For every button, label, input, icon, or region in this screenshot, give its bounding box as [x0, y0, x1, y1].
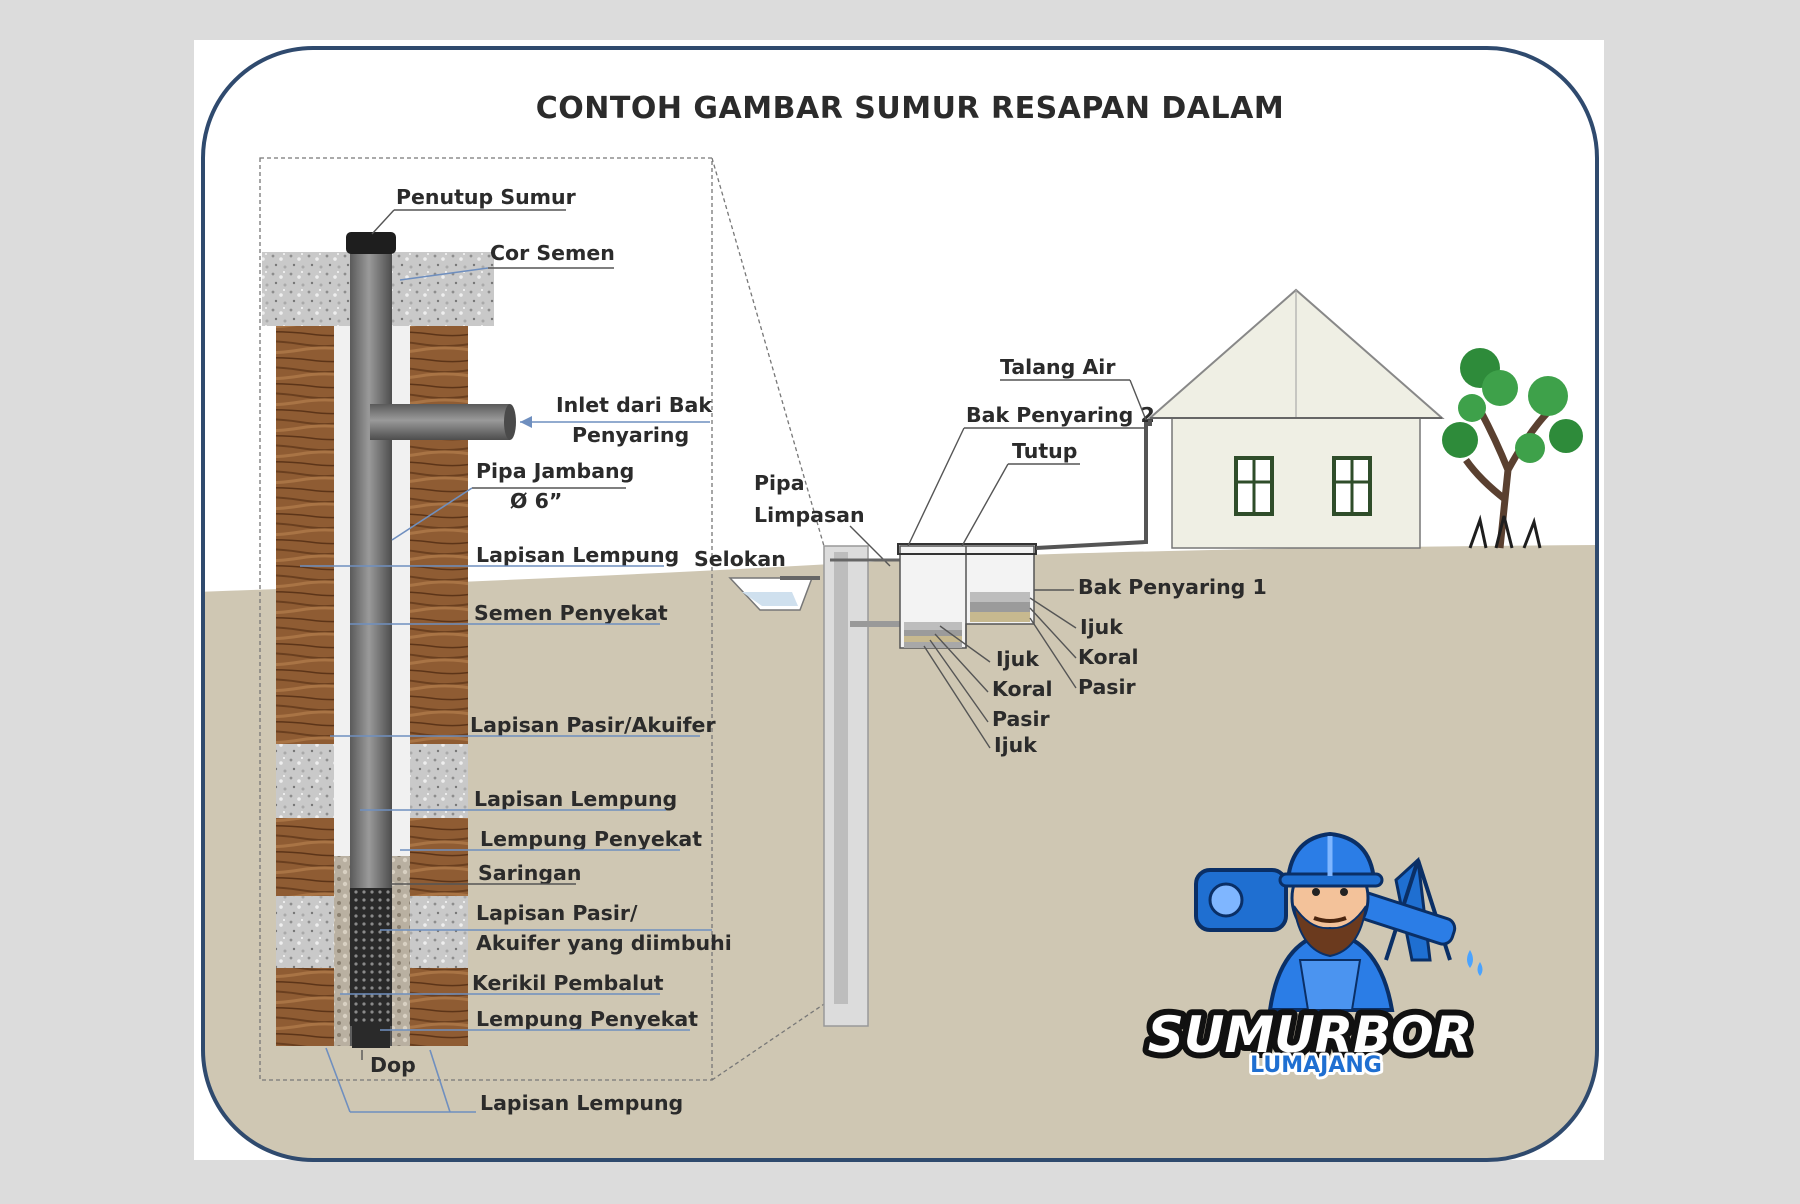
filter2-koral	[904, 630, 962, 636]
window-right	[1332, 456, 1372, 516]
label-lapisan-lempung-2: Lapisan Lempung	[474, 787, 677, 811]
logo-text-sumurbor: SUMURBOR	[1148, 1006, 1473, 1064]
label-dop: Dop	[370, 1053, 416, 1077]
label-tutup: Tutup	[1012, 439, 1077, 463]
label-cor-semen: Cor Semen	[490, 241, 615, 265]
label-b2-koral: Koral	[992, 677, 1053, 701]
well-screen	[350, 888, 392, 1026]
tank-lid	[897, 543, 1037, 555]
label-kerikil-pembalut: Kerikil Pembalut	[472, 971, 664, 995]
window-left	[1234, 456, 1274, 516]
inlet-pipe-opening	[504, 404, 516, 440]
label-b2-ijuk-bottom: Ijuk	[994, 733, 1038, 757]
well-labels: Penutup Sumur Cor Semen Inlet dari Bak P…	[300, 185, 732, 1115]
label-b2-ijuk-top: Ijuk	[996, 647, 1040, 671]
label-pipa-jambang: Pipa Jambang	[476, 459, 634, 483]
inlet-pipe	[370, 404, 510, 440]
label-lempung-penyekat-2: Lempung Penyekat	[476, 1007, 698, 1031]
filter2-pasir	[904, 636, 962, 642]
label-talang-air: Talang Air	[1000, 355, 1116, 379]
infiltration-well-pipe	[834, 552, 848, 1004]
label-limpasan: Limpasan	[754, 503, 865, 527]
label-penutup-sumur: Penutup Sumur	[396, 185, 577, 209]
label-b2-pasir: Pasir	[992, 707, 1051, 731]
label-lapisan-pasir-2: Lapisan Pasir/	[476, 901, 638, 925]
end-cap-dop	[352, 1026, 390, 1048]
label-b1-ijuk: Ijuk	[1080, 615, 1124, 639]
house-wall	[1171, 417, 1421, 549]
well-cover	[346, 232, 396, 254]
drain-water	[742, 592, 798, 606]
filter1-ijuk	[970, 592, 1030, 602]
tree	[1442, 348, 1583, 549]
label-lempung-penyekat-1: Lempung Penyekat	[480, 827, 702, 851]
filter1-koral	[970, 602, 1030, 612]
well-cross-section	[262, 232, 516, 1048]
ground-soil	[203, 545, 1597, 1160]
label-lapisan-lempung-1: Lapisan Lempung	[476, 543, 679, 567]
label-inlet-line1: Inlet dari Bak	[556, 393, 713, 417]
label-semen-penyekat: Semen Penyekat	[474, 601, 668, 625]
label-selokan: Selokan	[694, 547, 786, 571]
label-b1-koral: Koral	[1078, 645, 1139, 669]
house	[1147, 288, 1445, 549]
label-pipa: Pipa	[754, 471, 805, 495]
label-bak-penyaring-2: Bak Penyaring 2	[966, 403, 1155, 427]
label-inlet-line2: Penyaring	[572, 423, 689, 447]
detail-box	[259, 157, 713, 1081]
logo-text-lumajang: LUMAJANG	[1250, 1053, 1382, 1078]
rounded-frame	[201, 46, 1599, 1162]
filter2-ijuk-top	[904, 622, 962, 630]
diagram-title: CONTOH GAMBAR SUMUR RESAPAN DALAM	[536, 91, 1284, 126]
filter1-pasir	[970, 612, 1030, 622]
label-pipa-diameter: Ø 6”	[510, 489, 562, 513]
label-bak-penyaring-1: Bak Penyaring 1	[1078, 575, 1267, 599]
zoom-line-bottom	[711, 999, 831, 1081]
label-saringan: Saringan	[478, 861, 581, 885]
gutter-downpipe	[1035, 420, 1152, 550]
label-lapisan-lempung-3: Lapisan Lempung	[480, 1091, 683, 1115]
label-lapisan-pasir-akuifer: Lapisan Pasir/Akuifer	[470, 713, 716, 737]
label-b1-pasir: Pasir	[1078, 675, 1137, 699]
label-akuifer-diimbuhi: Akuifer yang diimbuhi	[476, 931, 732, 955]
brand-logo: SUMURBOR LUMAJANG	[1142, 831, 1483, 1081]
